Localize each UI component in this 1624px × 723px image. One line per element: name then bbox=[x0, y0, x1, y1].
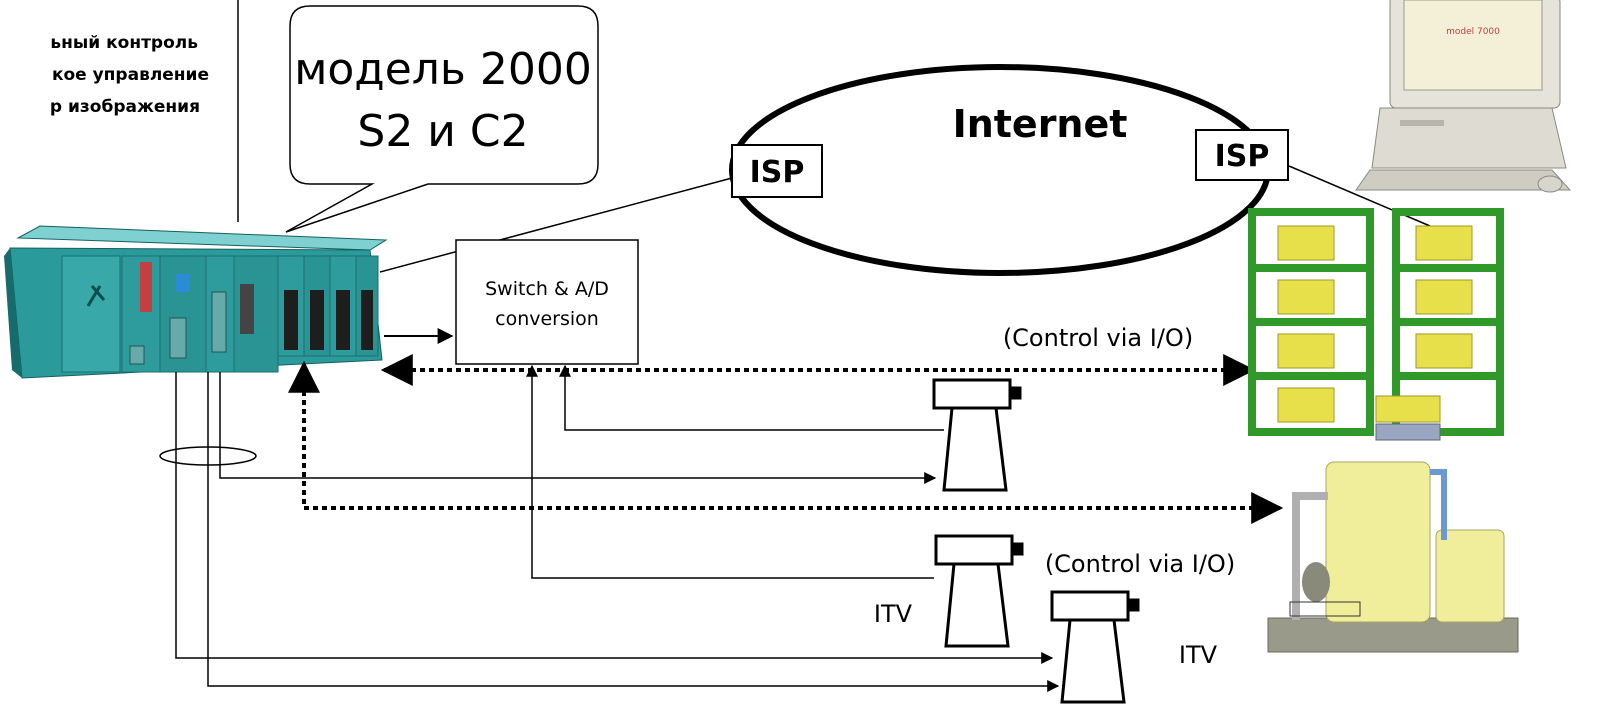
camera-1-stand bbox=[942, 406, 1008, 492]
cpu-drive bbox=[1400, 120, 1444, 126]
control-line-tank bbox=[288, 360, 1284, 524]
wire-to-itv-2 bbox=[175, 372, 1054, 664]
camera-2-to-switch bbox=[526, 364, 934, 579]
rack-2-box-1 bbox=[1415, 225, 1473, 261]
isp-right-label: ISP bbox=[1215, 139, 1270, 174]
rack-1-box-4 bbox=[1277, 387, 1335, 423]
switch-line-2: conversion bbox=[495, 308, 599, 330]
camera-3-icon bbox=[1050, 590, 1140, 704]
isp-left-label: ISP bbox=[750, 155, 805, 190]
plc-rack bbox=[4, 225, 388, 379]
plc-side bbox=[4, 248, 22, 378]
plc-io-connector-2 bbox=[310, 290, 324, 350]
wire-to-camera-1 bbox=[219, 372, 937, 484]
rack-2-box-2 bbox=[1415, 279, 1473, 315]
plant-base bbox=[1267, 617, 1519, 653]
pipe-grey bbox=[1292, 492, 1328, 620]
switch-ad-box: Switch & A/D conversion bbox=[455, 239, 639, 365]
callout-line-2: S2 и C2 bbox=[357, 106, 528, 157]
keyboard-icon bbox=[1355, 169, 1572, 191]
plc-port-4 bbox=[240, 284, 254, 334]
legend-line-3: р изображения bbox=[50, 97, 200, 117]
monitor-screen bbox=[1403, 0, 1543, 91]
camera-1-head bbox=[932, 378, 1012, 410]
isp-box-left: ISP bbox=[731, 144, 823, 198]
model-callout: модель 2000 S2 и C2 bbox=[285, 5, 599, 233]
plc-indicator-icon bbox=[176, 274, 190, 292]
legend-text: ьный контроль кое управление р изображен… bbox=[50, 33, 209, 117]
plc-io-connector-3 bbox=[336, 290, 350, 350]
plc-io-connector-4 bbox=[361, 290, 373, 350]
isp-box-right: ISP bbox=[1195, 129, 1289, 181]
switch-rect bbox=[455, 239, 639, 365]
plc-power-module bbox=[61, 255, 121, 373]
control-label-top: (Control via I/O) bbox=[1003, 324, 1193, 352]
shuttle-box bbox=[1375, 395, 1441, 423]
rack-1-box-3 bbox=[1277, 333, 1335, 369]
cable-bundle-ring bbox=[159, 446, 257, 466]
legend-line-2: кое управление bbox=[52, 65, 209, 85]
storage-racks-icon bbox=[1248, 208, 1504, 441]
plc-port-1 bbox=[129, 345, 145, 365]
plc-to-isp-line bbox=[379, 177, 733, 273]
plc-io-connector-1 bbox=[284, 290, 298, 350]
storage-rack-2 bbox=[1392, 208, 1504, 436]
monitor-screen-text: model 7000 bbox=[1446, 27, 1500, 37]
camera-1-icon bbox=[932, 378, 1022, 492]
cpu-box bbox=[1371, 107, 1567, 169]
camera-1-lens bbox=[1008, 386, 1022, 400]
tank-plant-icon bbox=[1267, 461, 1519, 653]
pipe-blue bbox=[1430, 469, 1447, 540]
control-lines bbox=[288, 354, 1284, 524]
rack-1-box-2 bbox=[1277, 279, 1335, 315]
legend-line-1: ьный контроль bbox=[50, 33, 198, 53]
camera-2-icon bbox=[934, 534, 1024, 648]
itv-label-1: ITV bbox=[874, 600, 913, 628]
tank-large bbox=[1325, 461, 1431, 623]
plc-port-2 bbox=[169, 317, 187, 359]
railing-icon bbox=[1289, 601, 1361, 617]
camera-3-head bbox=[1050, 590, 1130, 622]
camera-2-head bbox=[934, 534, 1014, 566]
control-label-bottom: (Control via I/O) bbox=[1045, 550, 1235, 578]
camera-2-stand bbox=[944, 562, 1010, 648]
camera-1-to-switch bbox=[559, 364, 944, 431]
plc-display-icon bbox=[140, 262, 152, 312]
camera-3-lens bbox=[1126, 598, 1140, 612]
internet-label: Internet bbox=[953, 102, 1128, 146]
itv-label-2: ITV bbox=[1179, 641, 1218, 669]
plc-top-face bbox=[16, 225, 388, 251]
rack-1-box-1 bbox=[1277, 225, 1335, 261]
callout-bubble bbox=[285, 5, 599, 233]
camera-3-stand bbox=[1060, 618, 1126, 704]
rack-2-box-3 bbox=[1415, 333, 1473, 369]
switch-line-1: Switch & A/D bbox=[485, 278, 609, 300]
mouse-icon bbox=[1537, 175, 1563, 193]
plc-logo-icon bbox=[86, 285, 106, 307]
shuttle-cart bbox=[1375, 423, 1441, 441]
isp-left-rect bbox=[731, 144, 823, 198]
valve-icon bbox=[1302, 562, 1330, 602]
storage-rack-1 bbox=[1248, 208, 1374, 436]
plc-wiring bbox=[175, 364, 1060, 692]
wire-to-itv-2b bbox=[207, 372, 1060, 692]
plc-port-3 bbox=[211, 291, 227, 353]
isp-right-rect bbox=[1195, 129, 1289, 181]
tank-small bbox=[1435, 529, 1505, 623]
camera-2-lens bbox=[1010, 542, 1024, 556]
workstation-icon: model 7000 bbox=[1355, 0, 1572, 193]
callout-line-1: модель 2000 bbox=[294, 44, 592, 95]
